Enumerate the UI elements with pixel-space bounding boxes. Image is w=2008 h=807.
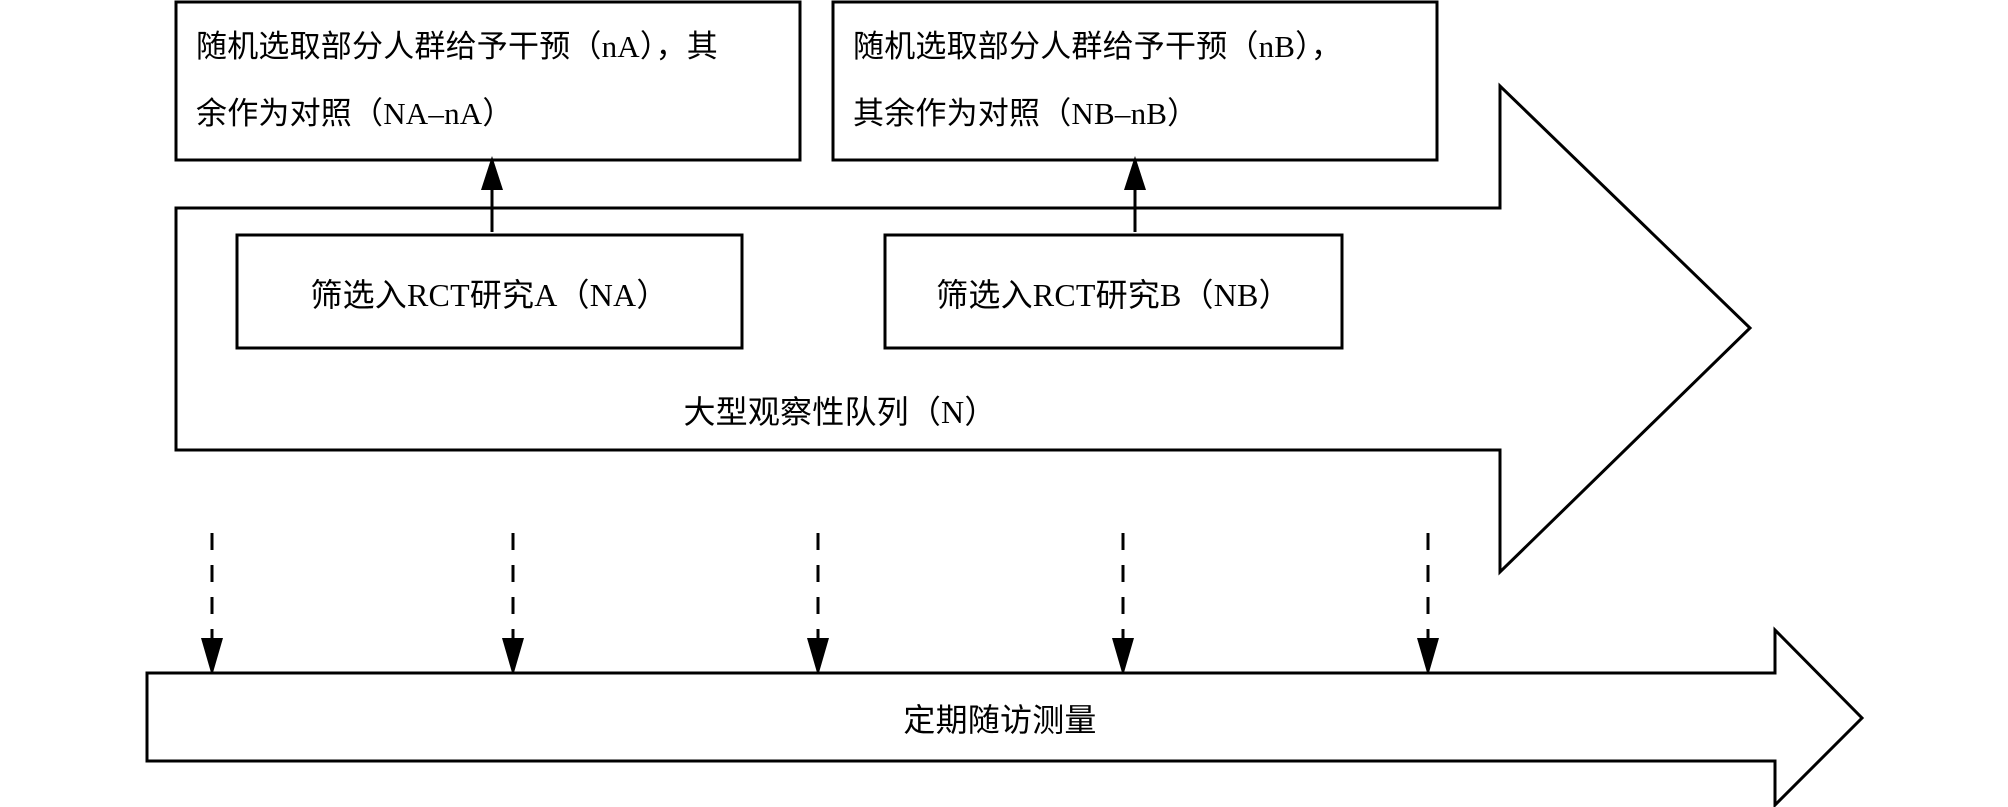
top-box-b-rect bbox=[831, 0, 1439, 162]
cohort-arrow-label: 大型观察性队列（N） bbox=[683, 394, 997, 430]
rct-box-b-label: 筛选入RCT研究B（NB） bbox=[936, 277, 1291, 313]
solid-up-arrow-a bbox=[481, 156, 503, 232]
top-box-b-label: 随机选取部分人群给予干预（nB）， 其余作为对照（NB–nB） bbox=[853, 29, 1343, 131]
dashed-down-arrow-3 bbox=[807, 533, 829, 676]
dashed-down-arrow-5 bbox=[1417, 533, 1439, 676]
followup-arrow-label: 定期随访测量 bbox=[903, 702, 1097, 738]
solid-up-arrow-b bbox=[1124, 156, 1146, 232]
dashed-down-arrow-2 bbox=[502, 533, 524, 676]
rct-box-b-rect bbox=[883, 233, 1344, 350]
top-box-a-rect bbox=[174, 0, 802, 162]
top-box-a-label: 随机选取部分人群给予干预（nA），其 余作为对照（NA–nA） bbox=[196, 29, 718, 131]
rct-box-a-rect bbox=[235, 233, 744, 350]
dashed-down-arrow-4 bbox=[1112, 533, 1134, 676]
rct-box-a-label: 筛选入RCT研究A（NA） bbox=[310, 277, 669, 313]
dashed-down-arrow-1 bbox=[201, 533, 223, 676]
followup-arrow-shape bbox=[145, 626, 1865, 807]
